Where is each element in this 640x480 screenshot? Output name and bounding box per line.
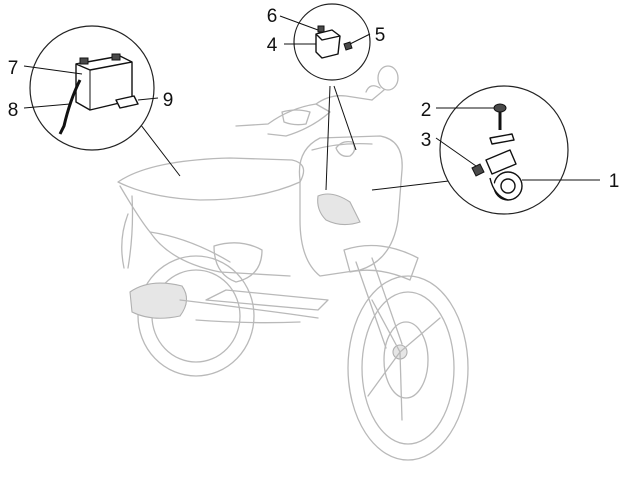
nut-icon	[471, 163, 485, 177]
battery-pad-icon	[115, 95, 139, 109]
callout-labels: 1 2 3 4 5 6 7 8 9	[8, 6, 620, 192]
scooter-outline	[117, 65, 469, 461]
callout-4: 4	[267, 35, 278, 56]
callout-8: 8	[8, 100, 19, 121]
relay-detail-bubble	[293, 3, 371, 81]
callout-5: 5	[375, 25, 386, 46]
callout-1: 1	[609, 171, 620, 192]
callout-2: 2	[421, 100, 432, 121]
battery-detail-bubble	[29, 25, 155, 151]
callout-3: 3	[421, 130, 432, 151]
horn-icon	[485, 149, 523, 201]
callout-9: 9	[163, 90, 174, 111]
screw-icon	[493, 103, 507, 130]
callout-7: 7	[8, 58, 19, 79]
washer-icon	[489, 133, 515, 145]
relay-icon	[315, 25, 341, 59]
callout-leaders	[23, 15, 600, 181]
callout-6: 6	[267, 6, 278, 27]
horn-detail-bubble	[439, 85, 569, 215]
battery-icon	[75, 53, 133, 111]
